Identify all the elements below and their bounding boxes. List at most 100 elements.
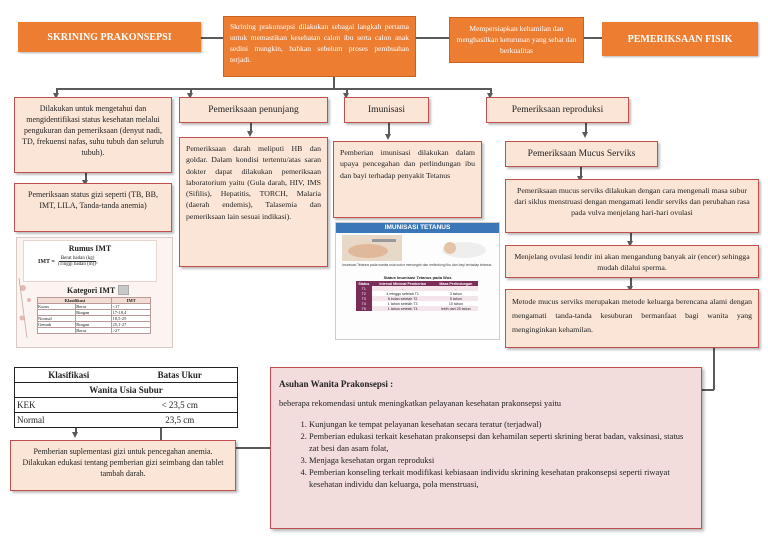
lila-header: Klasifikasi — [14, 367, 123, 383]
arrow — [343, 93, 349, 99]
lila-table: Klasifikasi Batas Ukur Wanita Usia Subur… — [14, 367, 238, 428]
connector — [85, 173, 87, 181]
title-pemeriksaan-fisik: PEMERIKSAAN FISIK — [602, 22, 758, 56]
tetanus-table-cell: lebih dari 25 tahun — [433, 306, 478, 311]
arrow — [385, 134, 391, 140]
tetanus-table-header: Masa Perlindungan — [439, 281, 473, 286]
imt-table-row: Berat >27 — [36, 327, 151, 334]
lila-subheader: Wanita Usia Subur — [14, 382, 238, 398]
immunization-box: Pemberian imunisasi dilakukan dalam upay… — [333, 141, 482, 218]
tetanus-table-cell: 4 minggu setelah T1 — [371, 291, 434, 296]
connector — [584, 37, 602, 39]
tetanus-table-row: T2 4 minggu setelah T1 3 tahun — [356, 291, 478, 296]
nutrition-status-box: Pemeriksaan status gizi seperti (TB, BB,… — [14, 183, 172, 232]
lila-row: KEK < 23,5 cm — [14, 397, 238, 413]
tetanus-table: Status Interval Minimal Pemberian Masa P… — [356, 281, 478, 311]
arrow — [627, 241, 633, 247]
imt-formula: IMT = Berat badan (kg) (Tinggi badan (m)… — [38, 256, 97, 267]
connector — [56, 88, 491, 90]
connector — [201, 37, 223, 39]
tetanus-table-cell: - — [433, 286, 478, 291]
arrow — [53, 93, 59, 99]
arrow — [487, 93, 493, 99]
title-mucus-serviks: Pemeriksaan Mucus Serviks — [505, 141, 658, 167]
tetanus-table-cell: T1 — [356, 286, 372, 291]
title-pemeriksaan-reproduksi: Pemeriksaan reproduksi — [486, 97, 629, 123]
lila-cell: Normal — [17, 415, 45, 425]
tetanus-table-cell: T4 — [356, 301, 372, 306]
tetanus-table-header: Interval Minimal Pemberian — [379, 281, 426, 286]
tetanus-table-cell: 5 tahun — [433, 296, 478, 301]
imt-category-table: Klasifikasi IMT Kurus Berat <17 Ringan 1… — [36, 297, 151, 334]
tetanus-table-cell: T3 — [356, 296, 372, 301]
tetanus-table-title: Status Imunisasi Tetanus pada Wus — [383, 275, 452, 280]
tetanus-table-row: T1 - - — [356, 286, 478, 291]
connector — [630, 278, 632, 287]
imt-formula-fraction: Berat badan (kg) (Tinggi badan (m))² — [58, 256, 98, 267]
image-icon — [118, 285, 130, 295]
asuhan-item: Menjaga kesehatan organ reproduksi — [309, 454, 693, 466]
imt-formula-numerator: Berat badan (kg) — [58, 256, 97, 262]
imt-image: Rumus IMT IMT = Berat badan (kg) (Tinggi… — [16, 237, 173, 348]
tetanus-table-cell: T2 — [356, 291, 372, 296]
mucus-box-1: Pemeriksaan mucus serviks dilakukan deng… — [505, 179, 759, 233]
goal-box: Mempersiapkan kehamilan dan menghasilkan… — [449, 17, 584, 63]
asuhan-list: Kunjungan ke tempat pelayanan kesehatan … — [279, 418, 693, 490]
tetanus-image-caption: Imunisasi Tetanus pada wanita usia subur… — [342, 263, 493, 267]
connector — [236, 447, 270, 449]
tetanus-table-cell: - — [371, 286, 434, 291]
arrow — [187, 93, 193, 99]
title-skrining-prakonsepsi: SKRINING PRAKONSEPSI — [18, 22, 201, 52]
imt-table-cell: >27 — [111, 327, 151, 334]
arrow — [247, 131, 253, 137]
mucus-box-2: Menjelang ovulasi lendir ini akan mengan… — [505, 245, 759, 278]
asuhan-item: Pemberian edukasi terkait kesehatan prak… — [309, 430, 693, 454]
connector — [333, 77, 335, 89]
connector — [250, 123, 252, 132]
connector — [580, 167, 582, 177]
tetanus-table-cell: T5 — [356, 306, 372, 311]
asuhan-item: Kunjungan ke tempat pelayanan kesehatan … — [309, 418, 693, 430]
support-exam-box: Pemeriksaan darah meliputi HB dan goldar… — [179, 137, 328, 267]
physical-exam-box: Dilakukan untuk mengetahui dan mengident… — [14, 97, 172, 173]
connector — [346, 88, 348, 94]
arrow — [582, 132, 588, 138]
tetanus-table-cell: 6 bulan setelah T2 — [371, 296, 434, 301]
supplement-box: Pemberian suplementasi gizi untuk penceg… — [10, 440, 236, 491]
connector — [160, 426, 162, 448]
connector — [190, 88, 192, 94]
tetanus-table-cell: 1 tahun setelah T4 — [371, 306, 434, 311]
tetanus-table-row: T5 1 tahun setelah T4 lebih dari 25 tahu… — [356, 306, 478, 311]
lila-row: Normal 23,5 cm — [15, 413, 238, 428]
asuhan-intro: beberapa rekomendasi untuk meningkatkan … — [279, 398, 562, 408]
connector — [630, 233, 632, 242]
connector — [702, 389, 714, 391]
connector — [56, 88, 58, 94]
arrow — [72, 432, 78, 438]
blossom-decoration — [18, 278, 31, 339]
intro-box: Skrining prakonsepsi dilakukan sebagai l… — [223, 16, 416, 77]
connector — [416, 37, 449, 39]
lila-header: Batas Ukur — [122, 367, 238, 383]
baby-illustration — [442, 242, 486, 258]
tetanus-table-row: T3 6 bulan setelah T2 5 tahun — [356, 296, 478, 301]
tetanus-image: IMUNISASI TETANUS Imunisasi Tetanus pada… — [335, 222, 500, 340]
connector — [713, 348, 715, 390]
tetanus-table-cell: 10 tahun — [433, 301, 478, 306]
connector — [388, 123, 390, 135]
tetanus-table-cell: 3 tahun — [433, 291, 478, 296]
mucus-box-3: Metode mucus serviks merupakan metode ke… — [505, 289, 759, 348]
lila-cell: < 23,5 cm — [122, 397, 238, 413]
tetanus-image-title: IMUNISASI TETANUS — [336, 223, 499, 233]
imt-formula-title: Rumus IMT — [68, 244, 112, 253]
lila-cell: KEK — [14, 397, 123, 413]
connector — [585, 123, 587, 133]
lila-cell: 23,5 cm — [165, 415, 195, 425]
title-pemeriksaan-penunjang: Pemeriksaan penunjang — [179, 97, 328, 123]
asuhan-item: Pemberian konseling terkait modifikasi k… — [309, 466, 693, 490]
connector — [75, 425, 77, 433]
asuhan-box: Asuhan Wanita Prakonsepsi : beberapa rek… — [270, 367, 702, 529]
connector — [490, 88, 492, 94]
imt-category-title-text: Kategori IMT — [67, 285, 116, 295]
title-imunisasi: Imunisasi — [344, 97, 429, 123]
